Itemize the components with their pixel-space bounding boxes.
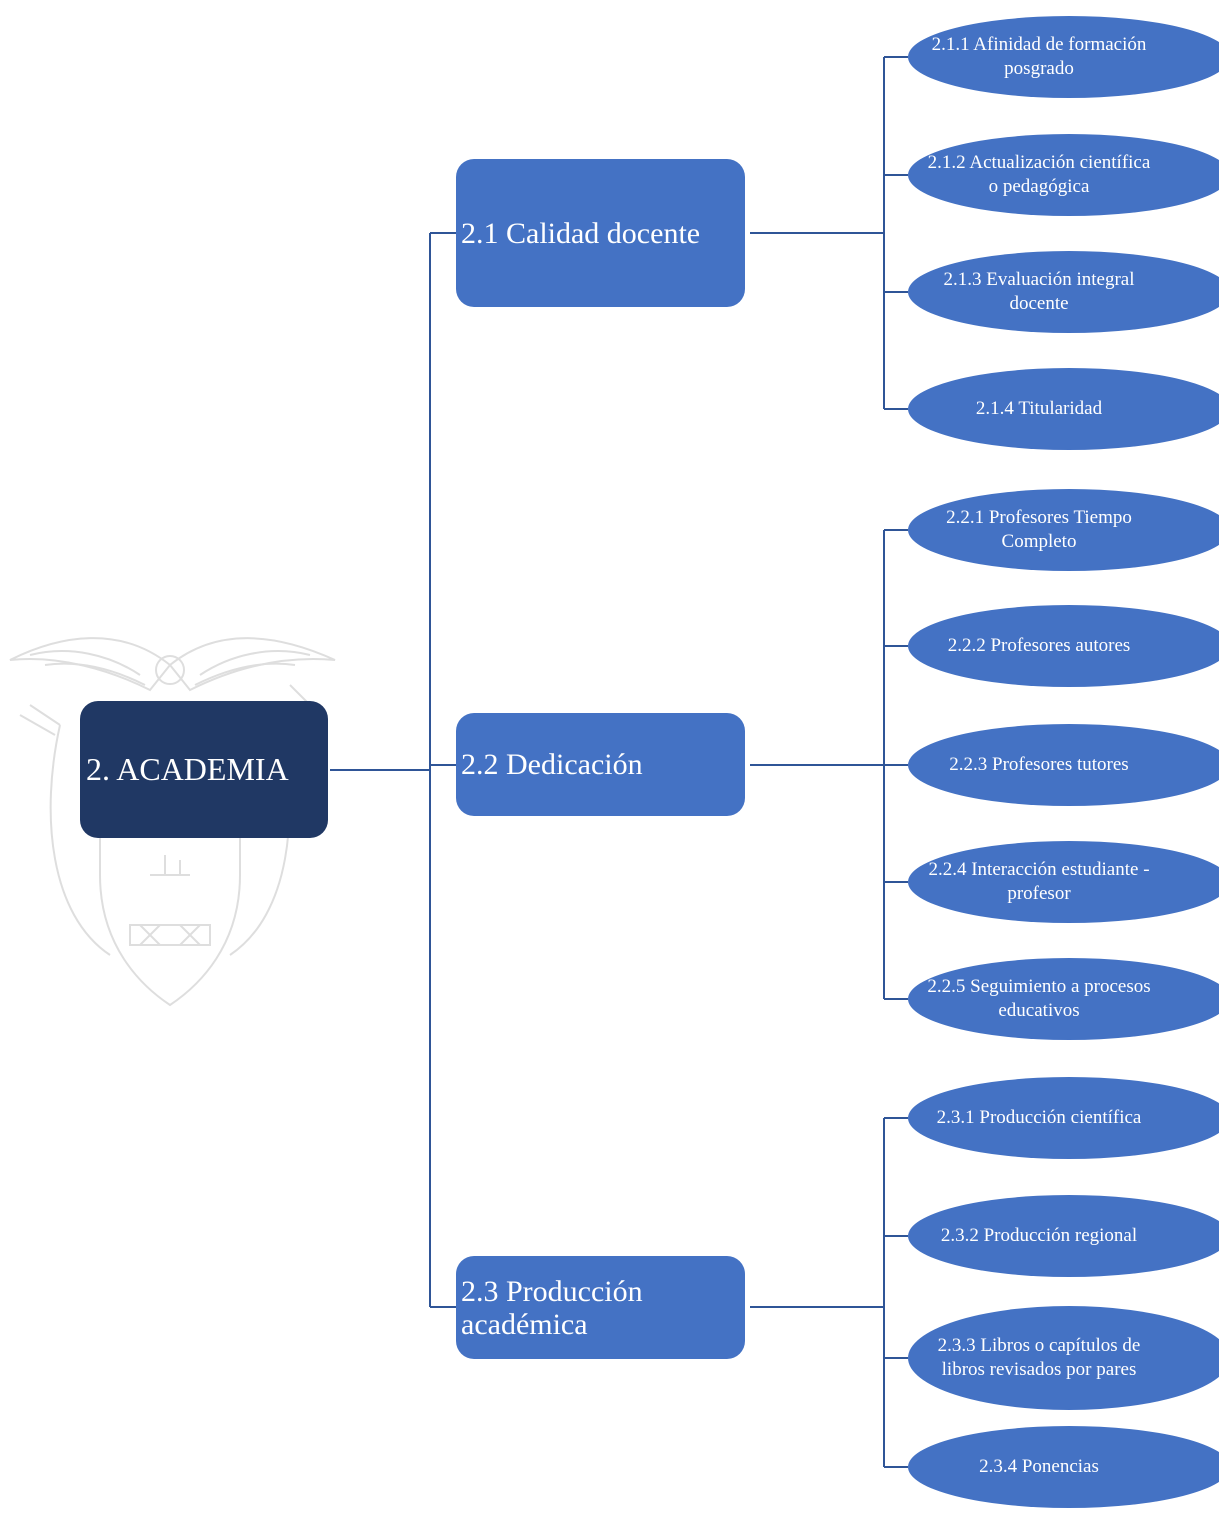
leaf-node: 2.1.3 Evaluación integral docente — [908, 251, 1219, 333]
section-node-dedicacion: 2.2 Dedicación — [456, 713, 745, 816]
leaf-node: 2.3.4 Ponencias — [908, 1426, 1219, 1508]
section-node-calidad-docente: 2.1 Calidad docente — [456, 159, 745, 307]
root-label: 2. ACADEMIA — [86, 751, 289, 787]
leaf-label: 2.1.4 Titularidad — [975, 398, 1103, 419]
leaf-label: 2.1.2 Actualización científica o pedagóg… — [927, 152, 1151, 197]
leaf-label: 2.1.1 Afinidad de formación posgrado — [931, 34, 1147, 79]
section-node-produccion-academica: 2.3 Producción académica — [456, 1256, 745, 1359]
leaf-node: 2.2.3 Profesores tutores — [908, 724, 1219, 806]
connector-s1 — [750, 56, 908, 410]
section-label: 2.2 Dedicación — [461, 748, 643, 781]
leaf-node: 2.2.4 Interacción estudiante - profesor — [908, 841, 1219, 923]
section-label: 2.1 Calidad docente — [461, 216, 701, 250]
leaf-node: 2.1.1 Afinidad de formación posgrado — [908, 16, 1219, 98]
leaf-label: 2.2.1 Profesores Tiempo Completo — [946, 507, 1132, 552]
leaf-node: 2.3.3 Libros o capítulos de libros revis… — [908, 1306, 1219, 1410]
leaf-label: 2.2.5 Seguimiento a procesos educativos — [927, 976, 1151, 1021]
section-label: 2.3 Producción académica — [461, 1274, 643, 1341]
leaf-label: 2.1.3 Evaluación integral docente — [943, 269, 1135, 314]
connector-s2 — [750, 529, 908, 1000]
leaf-label: 2.3.3 Libros o capítulos de libros revis… — [937, 1335, 1141, 1380]
leaf-node: 2.3.1 Producción científica — [908, 1077, 1219, 1159]
leaf-node: 2.2.1 Profesores Tiempo Completo — [908, 489, 1219, 571]
leaf-node: 2.1.4 Titularidad — [908, 368, 1219, 450]
leaf-node: 2.2.5 Seguimiento a procesos educativos — [908, 958, 1219, 1040]
leaf-node: 2.3.2 Producción regional — [908, 1195, 1219, 1277]
leaf-label: 2.2.4 Interacción estudiante - profesor — [928, 859, 1150, 904]
leaf-label: 2.3.2 Producción regional — [940, 1225, 1138, 1246]
leaf-label: 2.2.3 Profesores tutores — [949, 754, 1129, 775]
leaf-label: 2.3.1 Producción científica — [936, 1107, 1142, 1128]
leaf-node: 2.2.2 Profesores autores — [908, 605, 1219, 687]
leaf-node: 2.1.2 Actualización científica o pedagóg… — [908, 134, 1219, 216]
connector-s3 — [750, 1117, 908, 1468]
root-node: 2. ACADEMIA — [80, 701, 328, 838]
leaf-label: 2.3.4 Ponencias — [979, 1456, 1099, 1477]
leaf-label: 2.2.2 Profesores autores — [947, 635, 1131, 656]
